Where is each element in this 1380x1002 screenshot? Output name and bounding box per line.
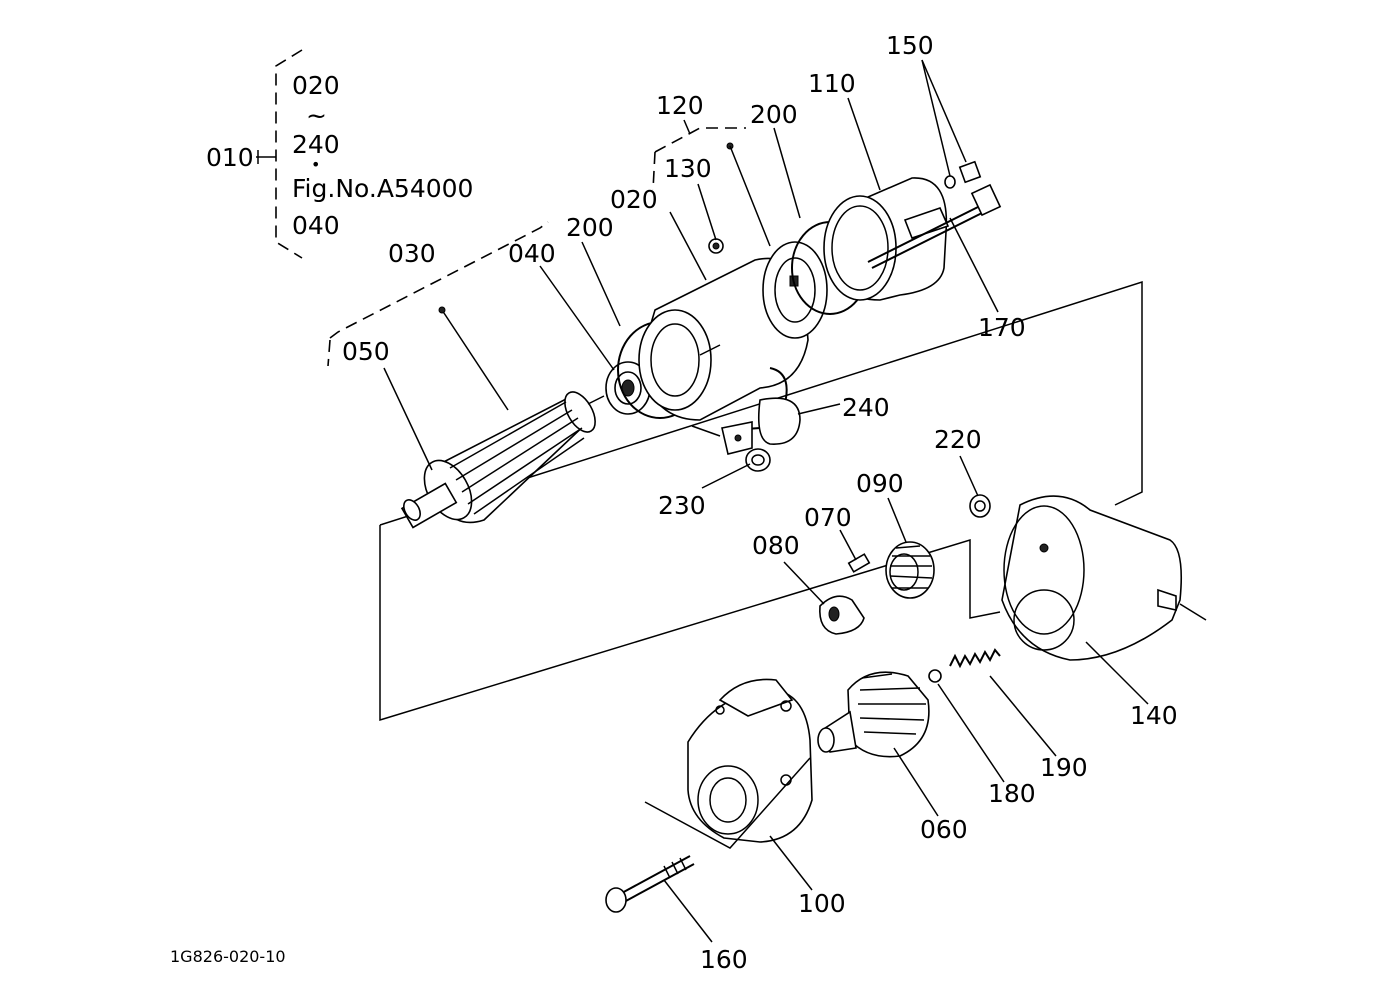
callout-040[interactable]: 040 [508, 239, 556, 268]
armature-part-050[interactable] [400, 387, 605, 529]
ball-part-180[interactable] [928, 669, 942, 683]
bracket-range-end: 240 [292, 130, 340, 159]
bracket-extra: 040 [292, 211, 340, 240]
bearing-part-040[interactable] [605, 361, 651, 415]
callout-240[interactable]: 240 [842, 393, 890, 422]
nut-part-220[interactable] [969, 494, 991, 518]
bolt-part-160[interactable] [605, 855, 695, 913]
callout-190[interactable]: 190 [1040, 753, 1088, 782]
group-030-dashed-side [327, 339, 331, 367]
group-120-dashed-outline [654, 127, 746, 153]
callout-130[interactable]: 130 [664, 154, 712, 183]
through-bolt-part-170[interactable] [867, 183, 1002, 269]
bolt-guide-lines [644, 757, 811, 849]
callout-200-upper[interactable]: 200 [750, 100, 798, 129]
bracket-dashed-line [275, 49, 303, 259]
callout-020[interactable]: 020 [610, 185, 658, 214]
callout-180[interactable]: 180 [988, 779, 1036, 808]
callout-120[interactable]: 120 [656, 91, 704, 120]
callout-110[interactable]: 110 [808, 69, 856, 98]
callout-080[interactable]: 080 [752, 531, 800, 560]
callout-170[interactable]: 170 [978, 313, 1026, 342]
bracket-dot: • [311, 155, 320, 174]
retainer-part-080[interactable] [819, 595, 865, 635]
callout-030[interactable]: 030 [388, 239, 436, 268]
callout-140[interactable]: 140 [1130, 701, 1178, 730]
callout-060[interactable]: 060 [920, 815, 968, 844]
spring-part-190[interactable] [949, 648, 1001, 669]
brush-holder[interactable] [762, 241, 828, 339]
group-120-dashed-side [652, 151, 656, 191]
figure-code: 1G826-020-10 [170, 947, 286, 966]
nut-part-230[interactable] [745, 448, 771, 472]
nut-part-130[interactable] [708, 238, 724, 254]
leader-lines [383, 59, 1149, 943]
rear-cover-part-110[interactable] [823, 177, 950, 301]
callout-160[interactable]: 160 [700, 945, 748, 974]
pinion-clutch-part-060[interactable] [817, 671, 930, 758]
callout-070[interactable]: 070 [804, 503, 852, 532]
callout-230[interactable]: 230 [658, 491, 706, 520]
bracket-range-start: 020 [292, 71, 340, 100]
callout-050[interactable]: 050 [342, 337, 390, 366]
screw-part-150[interactable] [944, 160, 982, 189]
callout-090[interactable]: 090 [856, 469, 904, 498]
idle-gear-part-090[interactable] [885, 541, 935, 599]
assembly-bracket: 010 020 ~ 240 • Fig.No.A54000 040 [206, 49, 473, 259]
lead-wire-part-240[interactable] [721, 367, 801, 455]
magnetic-switch-part-140[interactable] [1001, 495, 1207, 661]
group-030-dashed-outline [329, 221, 549, 339]
callout-100[interactable]: 100 [798, 889, 846, 918]
callout-220[interactable]: 220 [934, 425, 982, 454]
bracket-range-tilde: ~ [306, 101, 327, 130]
callout-labels: 150 120 110 200 130 020 200 040 030 050 … [342, 31, 1178, 974]
roller-part-070[interactable] [847, 553, 871, 573]
drive-end-frame-part-100[interactable] [687, 678, 813, 843]
bracket-fig-ref[interactable]: Fig.No.A54000 [292, 174, 473, 203]
bracket-parent-label[interactable]: 010 [206, 143, 254, 172]
callout-200-lower[interactable]: 200 [566, 213, 614, 242]
callout-150[interactable]: 150 [886, 31, 934, 60]
